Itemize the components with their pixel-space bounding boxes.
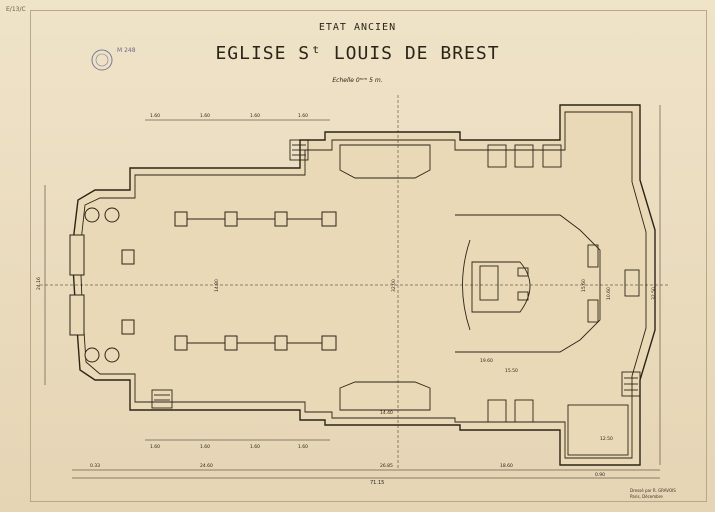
dim-bottom-4: 0.90: [595, 472, 605, 478]
dim-interior-5: 14.40: [380, 410, 393, 416]
dim-choir-1: 12.50: [600, 436, 613, 442]
dim-bay-3: 1.60: [298, 113, 308, 119]
credit-line-2: Paris, Décembre: [630, 494, 663, 499]
transept-chapels: [339, 144, 431, 411]
nave-pillars: [121, 211, 337, 351]
sheet-frame: [30, 10, 707, 502]
dim-bottom-3: 18.60: [500, 463, 513, 469]
dim-bottom-0: 0.33: [90, 463, 100, 469]
dim-bay-6: 1.60: [250, 444, 260, 450]
dim-choir-0: 15.60: [581, 279, 587, 292]
facade-elements: [69, 207, 120, 363]
drawing-main-title: EGLISE Sᵗ LOUIS DE BREST: [215, 43, 500, 64]
credit-line-1: Dressé par R. GRAVOIS: [630, 488, 676, 493]
dim-choir-2: 10.60: [606, 287, 612, 300]
drawing-scale: Echelle 0ᵐᵐ 5 m.: [332, 77, 383, 84]
dim-bay-2: 1.60: [250, 113, 260, 119]
dim-bay-0: 1.60: [150, 113, 160, 119]
drawing-credit: Dressé par R. GRAVOIS Paris, Décembre: [630, 488, 676, 500]
total-length: 71.15: [370, 480, 385, 486]
stamp-reference: M 248: [117, 47, 136, 54]
side-rooms: [151, 139, 641, 456]
dim-bay-1: 1.60: [200, 113, 210, 119]
axis-lines: [40, 95, 670, 470]
dim-interior-3: 15.50: [505, 368, 518, 374]
dim-interior-1: 32.00: [391, 279, 397, 292]
archive-stamp: [91, 49, 113, 71]
dimension-lines: [44, 105, 661, 479]
dim-bottom-1: 24.60: [200, 463, 213, 469]
dim-interior-0: 14.80: [214, 279, 220, 292]
dim-interior-2: 19.60: [480, 358, 493, 364]
dim-interior-4: 32.50: [651, 287, 657, 300]
corner-reference: E/13/C: [6, 6, 26, 13]
dim-left-height: 24.16: [36, 277, 42, 290]
dim-bay-5: 1.60: [200, 444, 210, 450]
dim-bay-7: 1.60: [298, 444, 308, 450]
drawing-state-title: ETAT ANCIEN: [318, 22, 397, 33]
dim-bottom-2: 26.85: [380, 463, 393, 469]
dim-bay-4: 1.60: [150, 444, 160, 450]
